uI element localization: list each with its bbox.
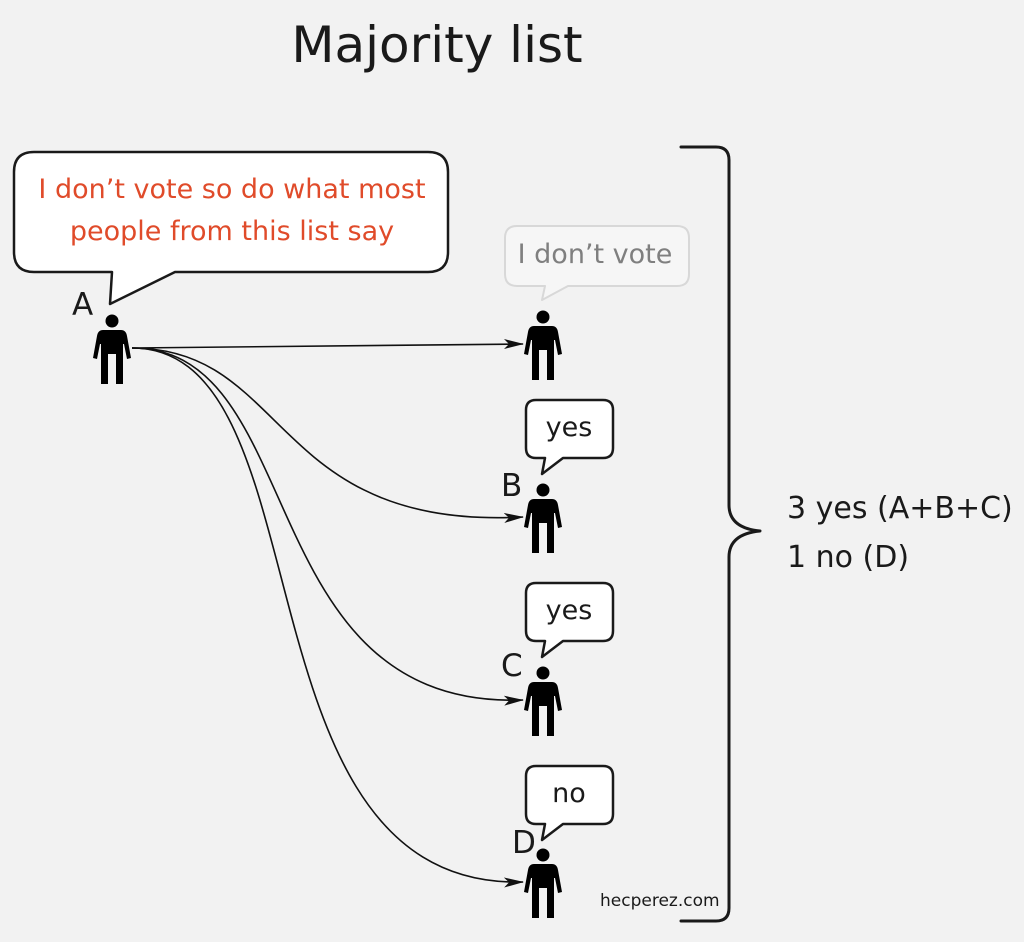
result-no-count: 1 no (D) — [787, 540, 909, 575]
member-d-speech-text: no — [552, 778, 586, 809]
voter-a-speech-bubble — [12, 150, 450, 306]
member-1-speech-text: I don’t vote — [518, 239, 673, 270]
delegation-arrow-member-b — [131, 347, 524, 523]
delegation-arrow-member-c — [131, 347, 524, 706]
member-c-person-icon — [524, 666, 562, 736]
credit-text: hecperez.com — [600, 891, 720, 911]
member-b-speech-text: yes — [546, 412, 593, 443]
member-b-person-icon — [524, 483, 562, 553]
list-grouping-brace — [679, 145, 762, 923]
member-b-speech-bubble — [524, 398, 615, 476]
delegation-arrow-member-1 — [131, 339, 524, 350]
delegation-arrow-member-d — [131, 347, 524, 888]
member-c-label: C — [501, 648, 523, 684]
member-d-label: D — [512, 825, 536, 861]
page-title: Majority list — [291, 16, 582, 74]
member-d-speech-bubble — [524, 764, 615, 842]
voter-a-person-icon — [93, 314, 131, 384]
voter-a-speech-line-1: I don’t vote so do what most — [38, 174, 425, 205]
member-b-label: B — [501, 468, 522, 504]
result-yes-count: 3 yes (A+B+C) — [787, 491, 1013, 526]
member-1-person-icon — [524, 310, 562, 380]
member-1-speech-bubble — [504, 225, 690, 301]
voter-a-speech-line-2: people from this list say — [70, 216, 394, 247]
member-c-speech-bubble — [524, 581, 615, 659]
member-c-speech-text: yes — [546, 595, 593, 626]
voter-a-label: A — [72, 287, 93, 323]
